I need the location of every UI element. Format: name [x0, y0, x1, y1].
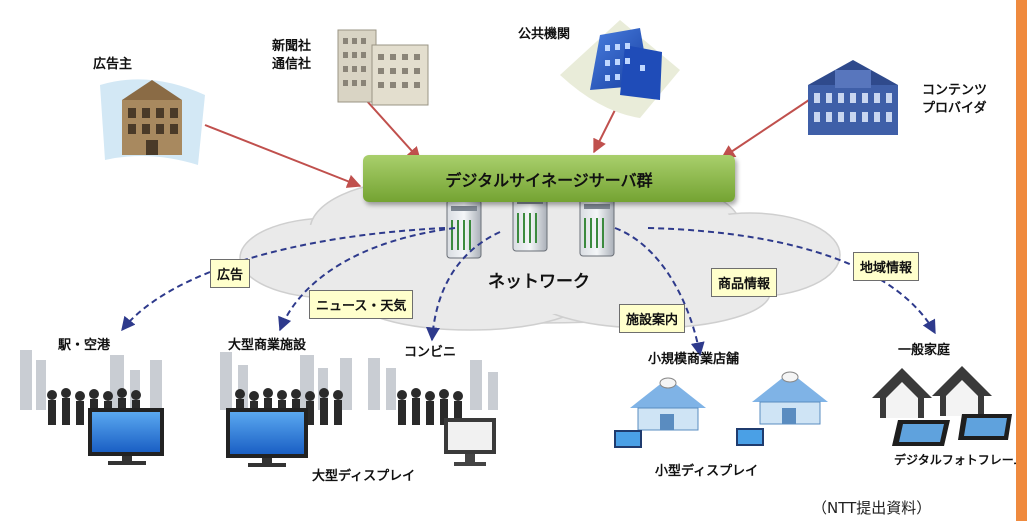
station-scene — [20, 350, 164, 465]
advertiser-building-icon — [100, 79, 205, 165]
destination-small-store: 小規模商業店舗 — [648, 352, 740, 367]
server-icon — [579, 197, 615, 257]
source-note: （NTT提出資料） — [812, 499, 932, 517]
dash-to-convenience — [425, 231, 501, 342]
network-label: ネットワーク — [488, 272, 590, 292]
store-icon — [736, 371, 828, 446]
server-icon — [446, 199, 482, 259]
tag-advertising: 広告 — [210, 259, 251, 288]
tag-news-weather: ニュース・天気 — [309, 290, 414, 319]
public-building-icon — [560, 20, 680, 118]
home-scene — [872, 366, 1012, 446]
store-icon — [614, 377, 706, 448]
dash-to-small-store — [614, 227, 705, 357]
dash-to-mall — [278, 227, 456, 332]
server-group-label: デジタルサイネージサーバ群 — [445, 170, 653, 190]
arrow-provider — [720, 97, 813, 159]
large-display-icon — [88, 408, 164, 465]
large-display-icon — [226, 408, 308, 467]
small-store-scene — [614, 371, 828, 448]
display-icon — [444, 418, 496, 466]
tag-facility-guide: 施設案内 — [619, 304, 686, 333]
house-icon — [932, 366, 992, 416]
house-icon — [872, 368, 932, 418]
arrow-newspaper — [365, 99, 421, 162]
large-display-label: 大型ディスプレイ — [312, 469, 416, 484]
advertiser-label: 広告主 — [93, 57, 133, 72]
mall-scene — [220, 352, 352, 467]
destination-station: 駅・空港 — [58, 338, 111, 353]
server-group-bar: デジタルサイネージサーバ群 — [363, 155, 735, 202]
newspaper-label: 新聞社 通信社 — [272, 39, 312, 72]
destination-convenience: コンビニ — [404, 345, 457, 360]
photo-frame-icon — [892, 420, 950, 446]
photo-frame-label: デジタルフォトフレーム型 — [894, 453, 1027, 467]
convenience-scene — [368, 358, 498, 466]
tag-regional-info: 地域情報 — [853, 252, 920, 281]
tag-product-info: 商品情報 — [711, 268, 778, 297]
public-agency-label: 公共機関 — [518, 27, 571, 42]
content-provider-building-icon — [808, 60, 898, 135]
arrow-advertiser — [204, 124, 362, 188]
slide-edge-bar — [1016, 0, 1027, 521]
newspaper-building-icon — [337, 29, 429, 106]
photo-frame-icon — [958, 414, 1012, 440]
content-provider-label: コンテンツ プロバイダ — [922, 83, 988, 116]
small-display-label: 小型ディスプレイ — [655, 464, 759, 479]
destination-home: 一般家庭 — [898, 343, 951, 358]
destination-mall: 大型商業施設 — [228, 338, 307, 353]
dash-to-home — [647, 227, 936, 335]
